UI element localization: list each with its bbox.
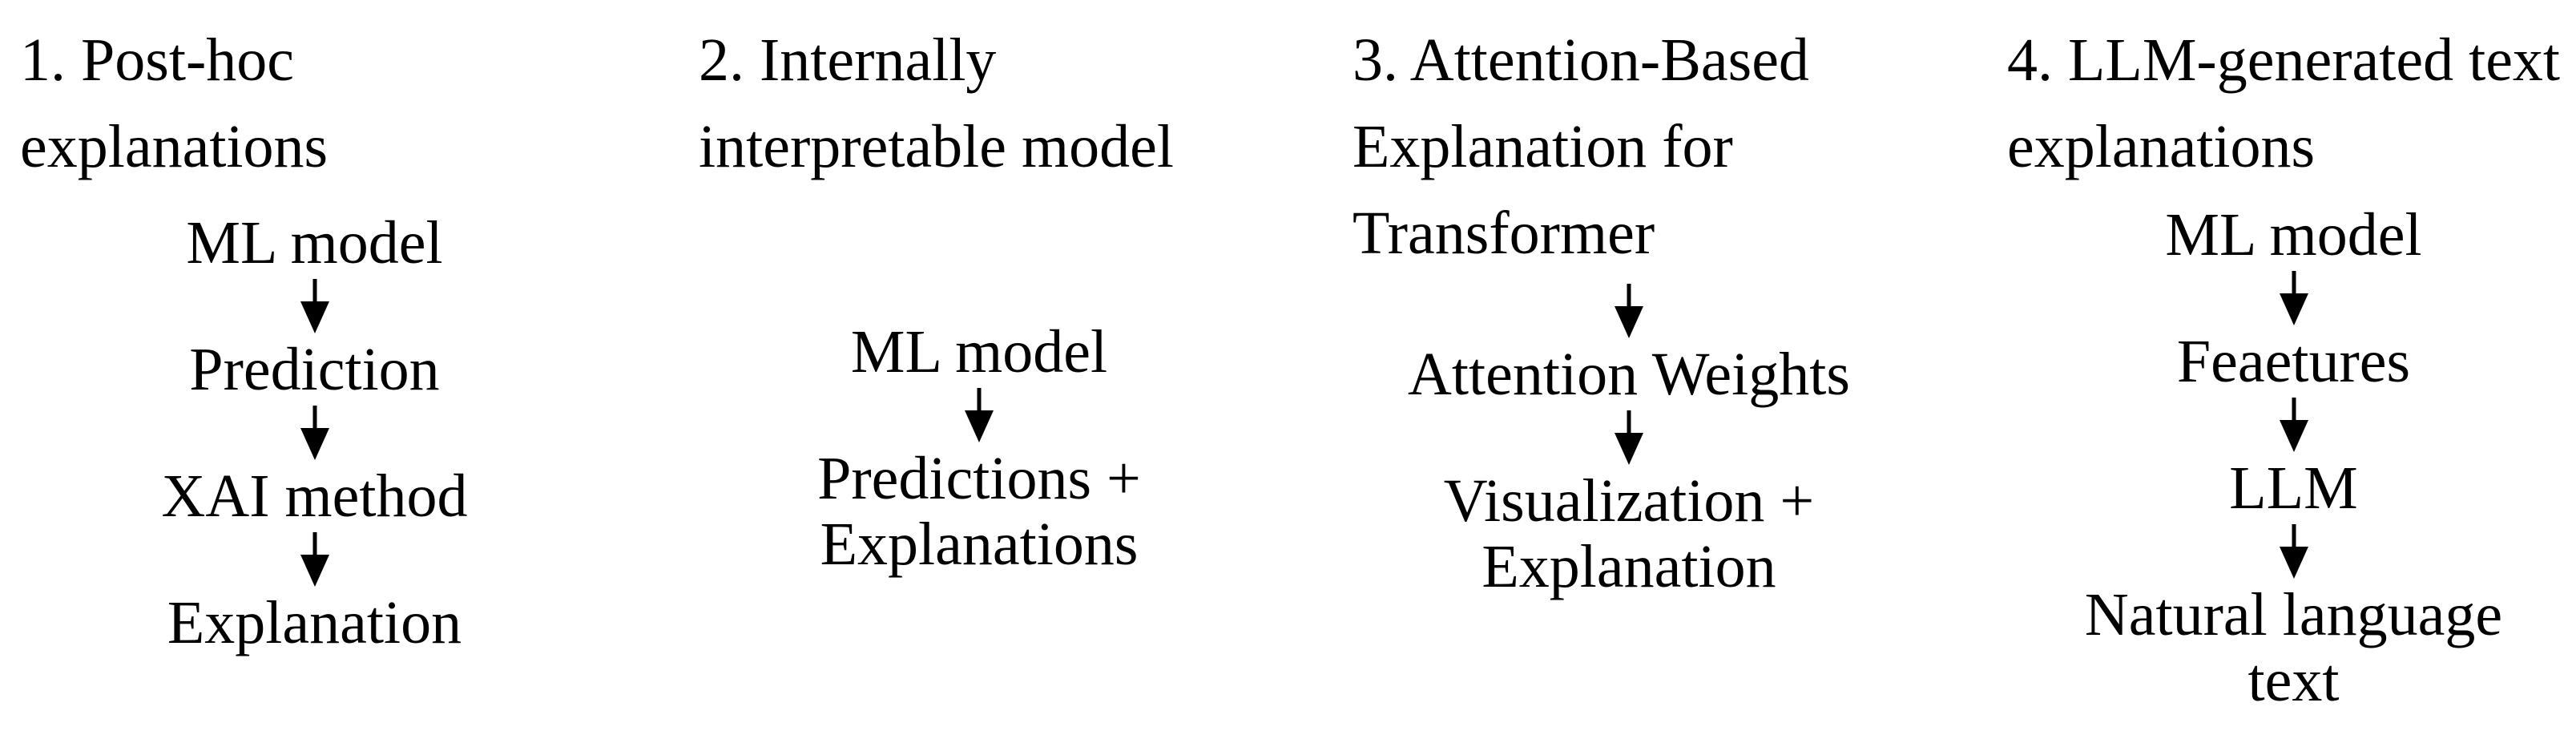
flow-node: XAI method: [161, 462, 468, 530]
column-internally-interpretable-model: 2. Internally interpretable model ML mode…: [699, 18, 1260, 577]
down-arrow-icon: [2274, 270, 2314, 325]
down-arrow-icon: [295, 532, 335, 588]
column-title: 2. Internally interpretable model: [699, 26, 1174, 180]
flow-node: LLM: [2229, 454, 2358, 522]
column-title: 1. Post-hoc explanations: [20, 26, 329, 180]
flow-node: Attention Weights: [1408, 340, 1850, 408]
column-title: 4. LLM-generated text explanations: [2007, 26, 2561, 180]
down-arrow-icon: [1609, 283, 1649, 338]
flow-node: Explanation: [167, 589, 462, 657]
flow-node: ML model: [850, 317, 1108, 386]
down-arrow-icon: [2274, 524, 2314, 580]
flow-node: ML model: [186, 208, 443, 277]
flow-node: Feaetures: [2176, 327, 2411, 395]
down-arrow-icon: [2274, 397, 2314, 452]
flow-node: Natural language text: [2084, 581, 2503, 715]
flow-node: Predictions + Explanations: [817, 444, 1141, 578]
down-arrow-icon: [959, 387, 999, 442]
column-attention-based-explanation: 3. Attention-Based Explanation for Trans…: [1353, 18, 1905, 600]
down-arrow-icon: [1609, 410, 1649, 465]
down-arrow-icon: [295, 278, 335, 333]
flow-node: Prediction: [189, 335, 440, 403]
column-title: 3. Attention-Based Explanation for Trans…: [1353, 26, 1809, 267]
down-arrow-icon: [295, 405, 335, 460]
column-llm-generated-text-explanations: 4. LLM-generated text explanations ML mod…: [2007, 18, 2576, 713]
flow-node: Visualization + Explanation: [1443, 466, 1815, 600]
flow-node: ML model: [2165, 200, 2422, 269]
